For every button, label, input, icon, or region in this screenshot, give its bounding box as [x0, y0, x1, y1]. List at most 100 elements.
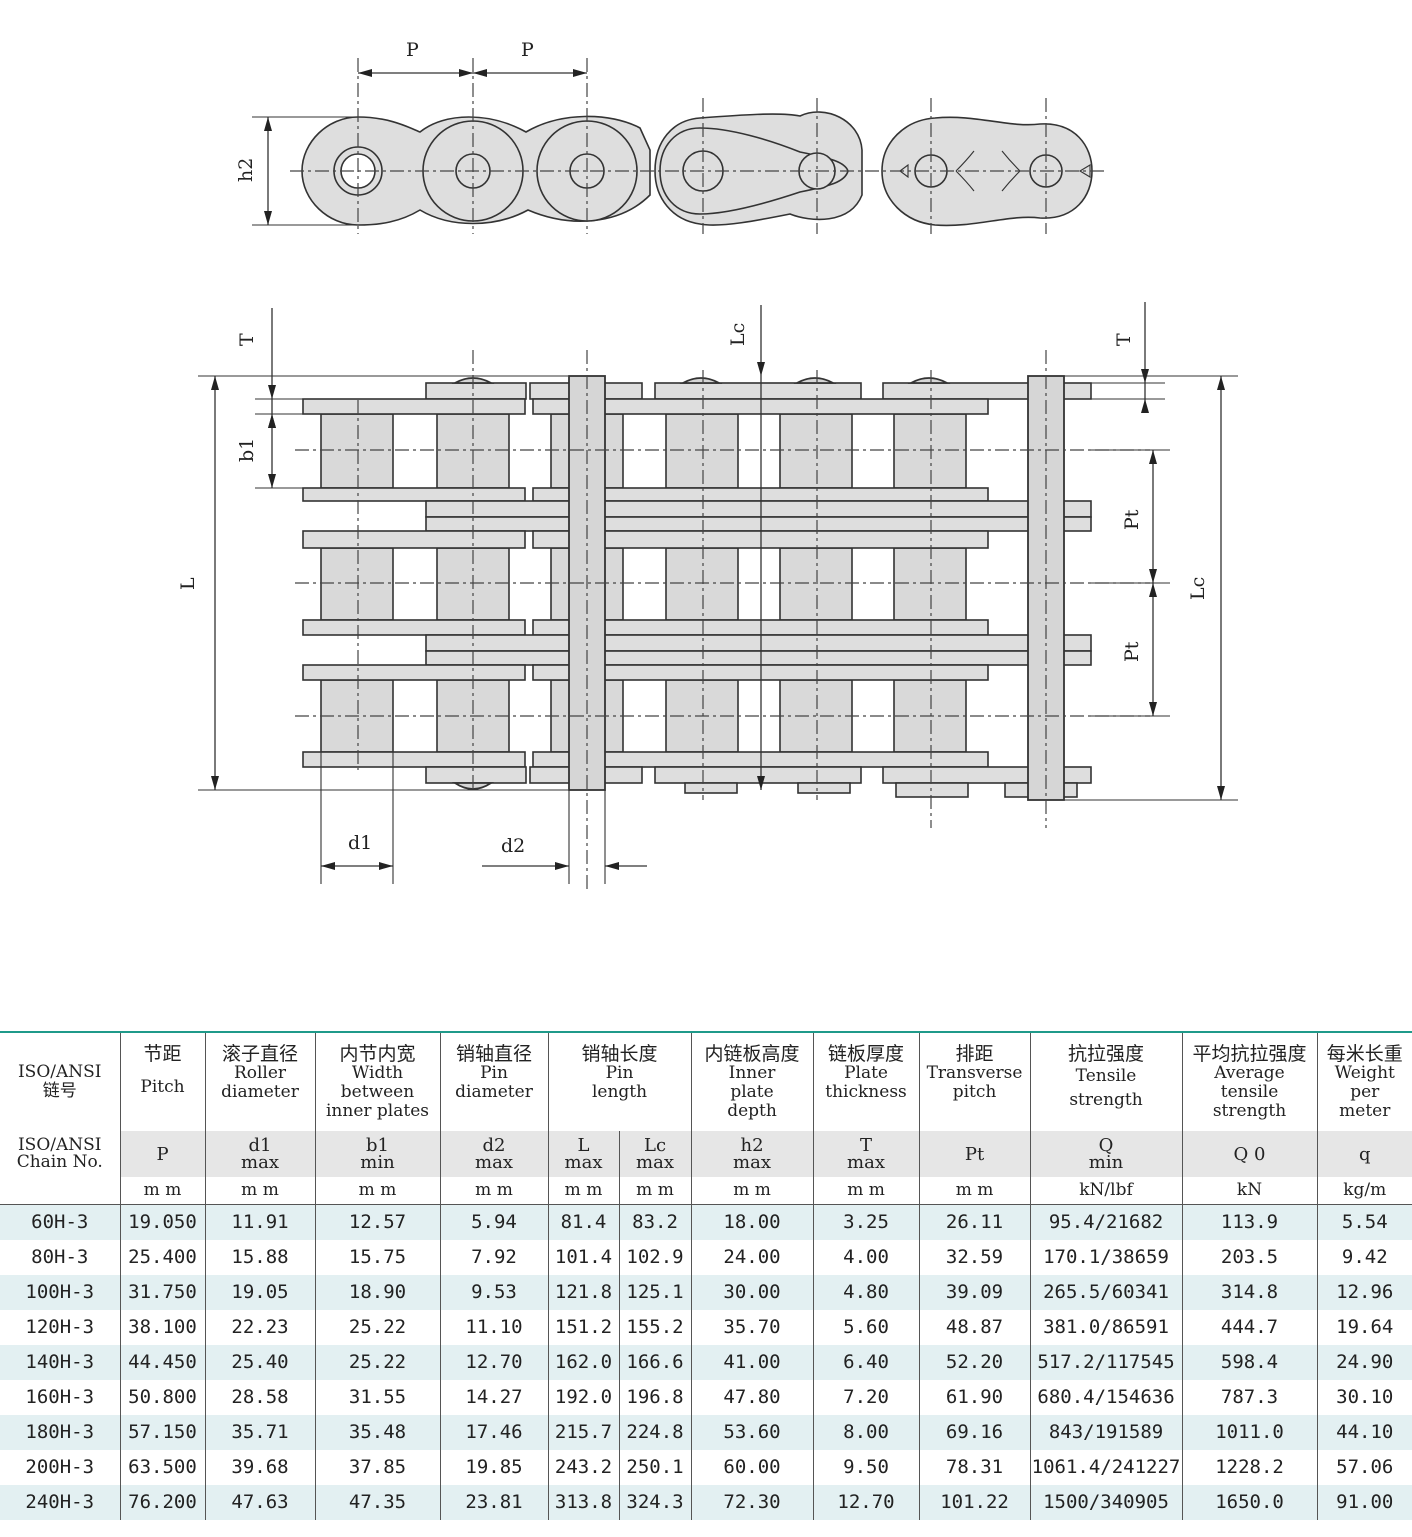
- chain-model-cell: 180H-3: [0, 1415, 121, 1450]
- table-cell: 9.50: [813, 1450, 920, 1485]
- table-cell: 81.4: [548, 1204, 620, 1240]
- chain-model-cell: 140H-3: [0, 1345, 121, 1380]
- table-cell: 102.9: [619, 1240, 692, 1275]
- col-width-header: 内节内宽 Width between inner plates: [315, 1031, 441, 1131]
- label-lc-right: Lc: [1187, 577, 1209, 600]
- table-cell: 47.35: [315, 1485, 441, 1520]
- label-p-left: P: [406, 39, 419, 61]
- table-cell: 38.100: [120, 1310, 206, 1345]
- table-cell: 30.00: [691, 1275, 814, 1310]
- table-cell: 7.92: [440, 1240, 549, 1275]
- table-cell: 101.22: [919, 1485, 1031, 1520]
- label-b1: b1: [236, 438, 258, 462]
- table-cell: 23.81: [440, 1485, 549, 1520]
- col-roller-header: 滚子直径 Roller diameter: [205, 1031, 316, 1131]
- label-pt-lower: Pt: [1121, 641, 1143, 662]
- table-cell: 6.40: [813, 1345, 920, 1380]
- table-cell: 63.500: [120, 1450, 206, 1485]
- table-cell: 19.85: [440, 1450, 549, 1485]
- table-cell: 196.8: [619, 1380, 692, 1415]
- unit-cell: m m: [205, 1177, 316, 1205]
- table-cell: 324.3: [619, 1485, 692, 1520]
- table-cell: 4.80: [813, 1275, 920, 1310]
- table-cell: 15.88: [205, 1240, 316, 1275]
- table-cell: 162.0: [548, 1345, 620, 1380]
- chain-model-cell: 100H-3: [0, 1275, 121, 1310]
- table-cell: 517.2/117545: [1030, 1345, 1183, 1380]
- chain-no-label: ISO/ANSI Chain No.: [0, 1131, 121, 1177]
- unit-empty: [0, 1177, 121, 1205]
- table-cell: 11.91: [205, 1204, 316, 1240]
- table-cell: 31.55: [315, 1380, 441, 1415]
- table-cell: 47.63: [205, 1485, 316, 1520]
- table-cell: 52.20: [919, 1345, 1031, 1380]
- unit-cell: m m: [691, 1177, 814, 1205]
- chain-model-cell: 60H-3: [0, 1204, 121, 1240]
- sym-weight: q: [1317, 1131, 1412, 1177]
- table-cell: 76.200: [120, 1485, 206, 1520]
- table-cell: 30.10: [1336, 1386, 1394, 1408]
- sym-q0: Q 0: [1182, 1131, 1318, 1177]
- table-cell: 166.6: [619, 1345, 692, 1380]
- table-cell: 24.00: [691, 1240, 814, 1275]
- sym-pt: Pt: [919, 1131, 1031, 1177]
- table-cell: 113.9: [1182, 1204, 1318, 1240]
- table-cell: 17.46: [440, 1415, 549, 1450]
- table-cell: 3.25: [813, 1204, 920, 1240]
- table-cell: 9.53: [440, 1275, 549, 1310]
- unit-cell: m m: [919, 1177, 1031, 1205]
- col-plate-thickness-header: 链板厚度 Plate thickness: [813, 1031, 920, 1131]
- table-cell: 39.68: [205, 1450, 316, 1485]
- table-cell: 15.75: [315, 1240, 441, 1275]
- table-cell: 151.2: [548, 1310, 620, 1345]
- table-cell: 25.40: [205, 1345, 316, 1380]
- col-transverse-header: 排距 Transverse pitch: [919, 1031, 1031, 1131]
- chain-model-cell: 200H-3: [0, 1450, 121, 1485]
- col-model-header: ISO/ANSI 链号: [0, 1031, 121, 1131]
- table-cell: 25.400: [120, 1240, 206, 1275]
- table-cell: 843/191589: [1030, 1415, 1183, 1450]
- table-cell: 5.94: [440, 1204, 549, 1240]
- unit-cell: m m: [120, 1177, 206, 1205]
- table-cell: 18.00: [691, 1204, 814, 1240]
- unit-cell: kN/lbf: [1030, 1177, 1183, 1205]
- table-cell: 37.85: [315, 1450, 441, 1485]
- table-cell: 1061.4/241227: [1030, 1450, 1183, 1485]
- table-cell: 35.70: [691, 1310, 814, 1345]
- table-cell: 53.60: [691, 1415, 814, 1450]
- label-l: L: [177, 577, 199, 590]
- table-cell: 22.23: [205, 1310, 316, 1345]
- table-cell: 32.59: [919, 1240, 1031, 1275]
- table-cell: 44.450: [120, 1345, 206, 1380]
- table-cell: 28.58: [205, 1380, 316, 1415]
- table-cell: 50.800: [120, 1380, 206, 1415]
- table-cell: 48.87: [919, 1310, 1031, 1345]
- chain-model-cell: 240H-3: [0, 1485, 121, 1520]
- col-inner-plate-header: 内链板高度 Inner plate depth: [691, 1031, 814, 1131]
- unit-row: m m m m m m m m m m m m m m m m m m kN/l…: [0, 1177, 1412, 1205]
- table-cell: 31.750: [120, 1275, 206, 1310]
- table-cell: 598.4: [1182, 1345, 1318, 1380]
- table-cell: 47.80: [691, 1380, 814, 1415]
- table-cell: 12.70: [813, 1485, 920, 1520]
- table-cell: 19.05: [205, 1275, 316, 1310]
- table-cell: 57.06: [1336, 1456, 1394, 1478]
- col-pin-dia-header: 销轴直径 Pin diameter: [440, 1031, 549, 1131]
- table-cell: 35.48: [315, 1415, 441, 1450]
- label-t-left: T: [236, 333, 258, 346]
- table-cell: 787.3: [1182, 1380, 1318, 1415]
- table-cell: 9.42: [1341, 1246, 1388, 1268]
- label-p-right: P: [521, 39, 534, 61]
- col-weight-header: 每米长重 Weight per meter: [1317, 1031, 1412, 1131]
- table-cell: 69.16: [919, 1415, 1031, 1450]
- table-cell: 12.96: [1317, 1275, 1412, 1310]
- label-d2: d2: [501, 835, 525, 857]
- table-cell: 25.22: [315, 1310, 441, 1345]
- unit-cell: kN: [1182, 1177, 1318, 1205]
- table-cell: 680.4/154636: [1030, 1380, 1183, 1415]
